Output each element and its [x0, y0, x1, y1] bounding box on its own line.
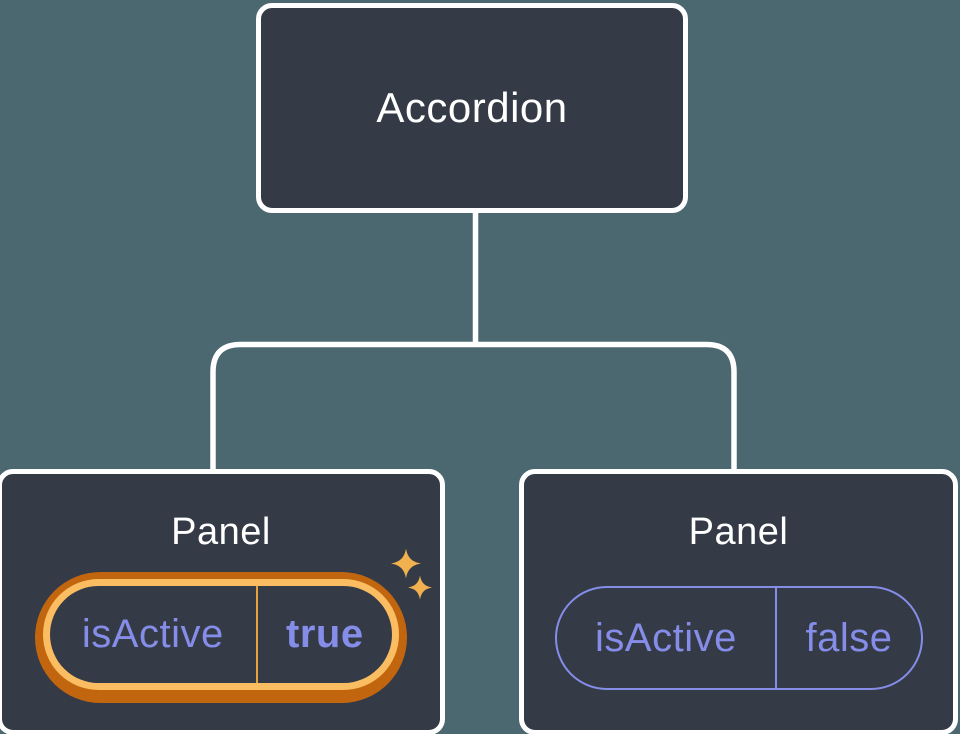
panel-node-label: Panel	[688, 511, 789, 553]
state-value-label: true	[255, 586, 392, 683]
state-pill-active-glow: isActive true	[35, 572, 407, 703]
component-node-panel-inactive: Panel isActive false	[519, 469, 958, 734]
component-node-panel-active: Panel isActive true	[0, 469, 445, 734]
state-pill-active: isActive true	[50, 586, 392, 683]
panel-node-label: Panel	[171, 511, 271, 553]
state-value-label: false	[775, 588, 920, 688]
state-name-label: isActive	[81, 612, 224, 656]
state-name-label: isActive	[595, 615, 737, 660]
state-pill-inactive: isActive false	[554, 586, 923, 690]
accordion-node-label: Accordion	[376, 84, 568, 131]
state-pill-active-ring: isActive true	[43, 579, 399, 690]
component-node-accordion: Accordion	[256, 3, 688, 213]
